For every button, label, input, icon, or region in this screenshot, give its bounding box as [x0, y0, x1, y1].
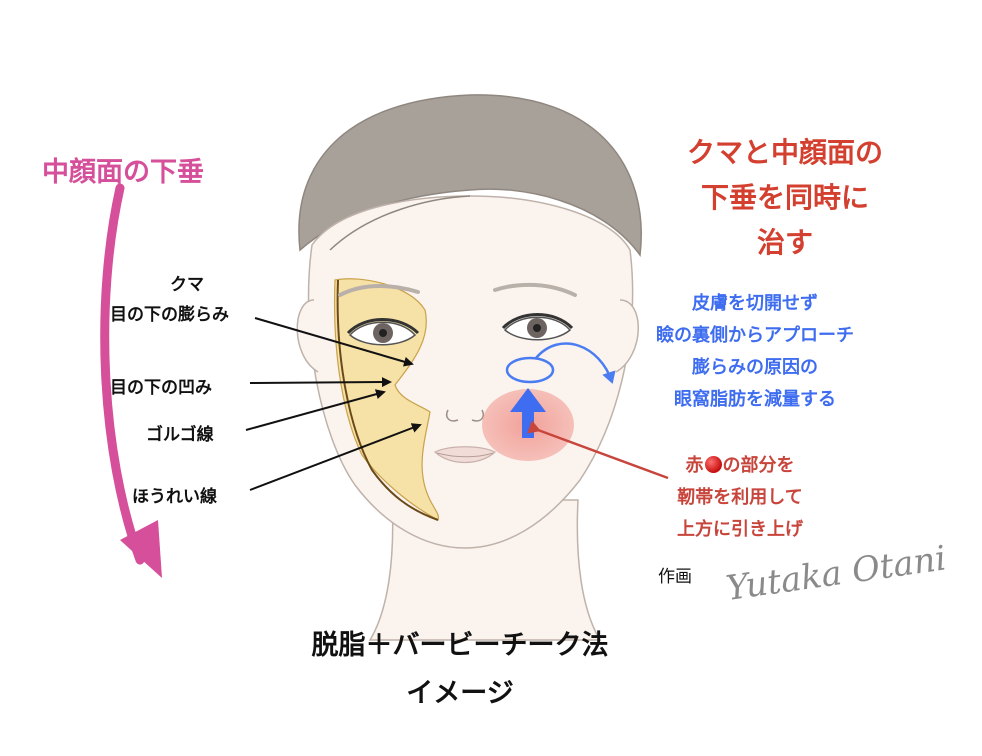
label-nasolabial: ほうれい線: [132, 487, 217, 507]
red-note-prefix: 赤: [685, 455, 704, 476]
label-eye-hollow: 目の下の凹み: [110, 378, 212, 398]
blue-up-arrow: [510, 388, 546, 438]
blue-note-line3: 膨らみの原因の: [692, 357, 818, 378]
left-eyebrow: [338, 284, 420, 297]
pointer-eye-bulge: [254, 317, 414, 367]
blue-note: 皮膚を切開せず 瞼の裏側からアプローチ 膨らみの原因の 眼窩脂肪を減量する: [610, 288, 900, 416]
signature: Yutaka Otani: [724, 538, 949, 608]
blue-note-line4: 眼窩脂肪を減量する: [674, 389, 836, 410]
red-note-line1: 赤の部分を: [640, 450, 840, 482]
right-heading: クマと中顔面の 下垂を同時に 治す: [650, 130, 920, 265]
nose: [446, 409, 484, 422]
bottom-caption-line1: 脱脂＋バービーチーク法: [311, 630, 609, 661]
red-note-line2: 靭帯を利用して: [677, 487, 803, 508]
pointer-hollow: [249, 377, 392, 388]
pointer-nasolabial: [249, 423, 422, 491]
blue-curve-arrow: [535, 342, 616, 384]
credit-label: 作画: [658, 567, 692, 587]
right-heading-line3: 治す: [756, 226, 813, 259]
mouth: [433, 446, 497, 463]
orbital-fat-outline: [505, 356, 555, 384]
red-note-line3: 上方に引き上げ: [677, 519, 803, 540]
right-heading-line2: 下垂を同時に: [700, 181, 869, 214]
right-ear: [615, 299, 639, 373]
bottom-caption-line2: イメージ: [406, 678, 514, 709]
label-eye-bulge: 目の下の膨らみ: [110, 305, 229, 325]
label-kuma: クマ: [170, 275, 204, 295]
blue-note-line2: 瞼の裏側からアプローチ: [656, 325, 854, 346]
bottom-caption: 脱脂＋バービーチーク法 イメージ: [230, 622, 690, 718]
red-pointer-line: [527, 420, 669, 480]
label-golgo: ゴルゴ線: [146, 425, 214, 445]
left-title: 中顔面の下垂: [42, 157, 204, 188]
red-note-suffix: の部分を: [722, 455, 795, 476]
right-heading-line1: クマと中顔面の: [686, 136, 883, 169]
pink-down-arrow: [100, 183, 145, 565]
right-eyebrow: [493, 282, 577, 297]
red-note: 赤の部分を 靭帯を利用して 上方に引き上げ: [640, 450, 840, 546]
hair: [298, 94, 642, 257]
pointer-golgo: [245, 389, 386, 431]
blue-note-line1: 皮膚を切開せず: [692, 293, 818, 314]
red-dot-icon: [704, 456, 722, 473]
